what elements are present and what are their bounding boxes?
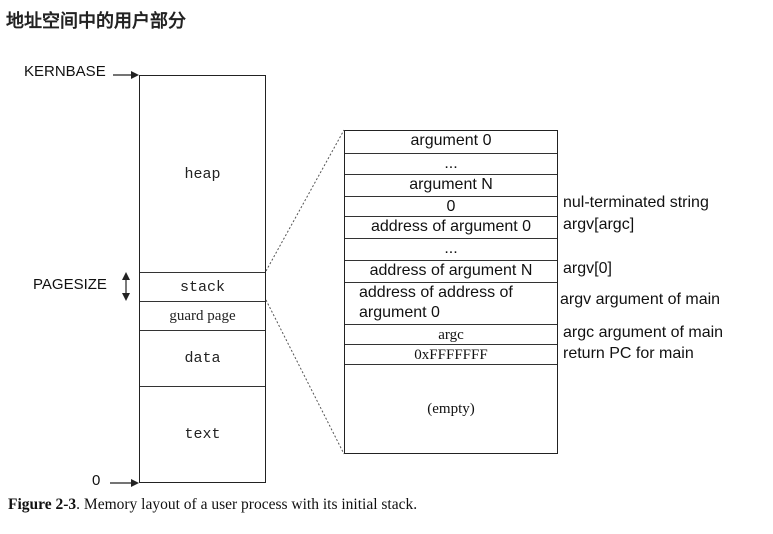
annotation-argv-0: argv[0] — [563, 260, 612, 277]
figure-caption: Figure 2-3. Memory layout of a user proc… — [8, 496, 417, 514]
kernbase-label: KERNBASE — [24, 63, 106, 80]
figure-number: Figure 2-3 — [8, 496, 77, 513]
stack-row: 0 — [345, 196, 557, 216]
stack-row: address of argument 0 — [345, 216, 557, 238]
guard-page-label: guard page — [169, 307, 236, 324]
stack-row: 0xFFFFFFF — [345, 344, 557, 364]
stack-segment: stack — [140, 272, 265, 301]
stack-detail-column: argument 0 ... argument N 0 address of a… — [344, 130, 558, 454]
annotation-argc-argument: argc argument of main — [563, 324, 724, 341]
heap-label: heap — [184, 165, 221, 183]
stack-row: address of argument N — [345, 260, 557, 282]
guard-page-segment: guard page — [140, 301, 265, 330]
zero-arrow — [110, 479, 139, 487]
text-segment: text — [140, 386, 265, 482]
zero-label: 0 — [92, 472, 101, 489]
text-label: text — [184, 426, 221, 443]
annotation-argv-argument: argv argument of main — [560, 291, 721, 308]
caption-text: . Memory layout of a user process with i… — [76, 496, 418, 513]
annotation-nul-terminated: nul-terminated string — [563, 194, 709, 211]
stack-label: stack — [179, 278, 225, 296]
zoom-line-bottom — [265, 299, 345, 455]
page-heading: 地址空间中的用户部分 — [6, 11, 186, 32]
annotation-return-pc: return PC for main — [563, 345, 694, 362]
stack-row: ... — [345, 238, 557, 260]
zoom-line-top — [265, 129, 345, 272]
data-segment: data — [140, 330, 265, 386]
stack-row-empty: (empty) — [345, 364, 557, 453]
annotation-argv-argc: argv[argc] — [563, 216, 635, 233]
heap-segment: heap — [140, 76, 265, 272]
data-label: data — [184, 350, 221, 367]
pagesize-label: PAGESIZE — [33, 276, 107, 293]
stack-row: ... — [345, 153, 557, 174]
address-space-column: heap stack guard page data text — [139, 75, 266, 483]
stack-row: argument N — [345, 174, 557, 196]
stack-row: address of address of argument 0 — [345, 282, 557, 324]
stack-row: argument 0 — [410, 132, 492, 149]
stack-row: argc — [345, 324, 557, 344]
pagesize-double-arrow — [122, 272, 130, 301]
kernbase-arrow — [113, 71, 139, 79]
